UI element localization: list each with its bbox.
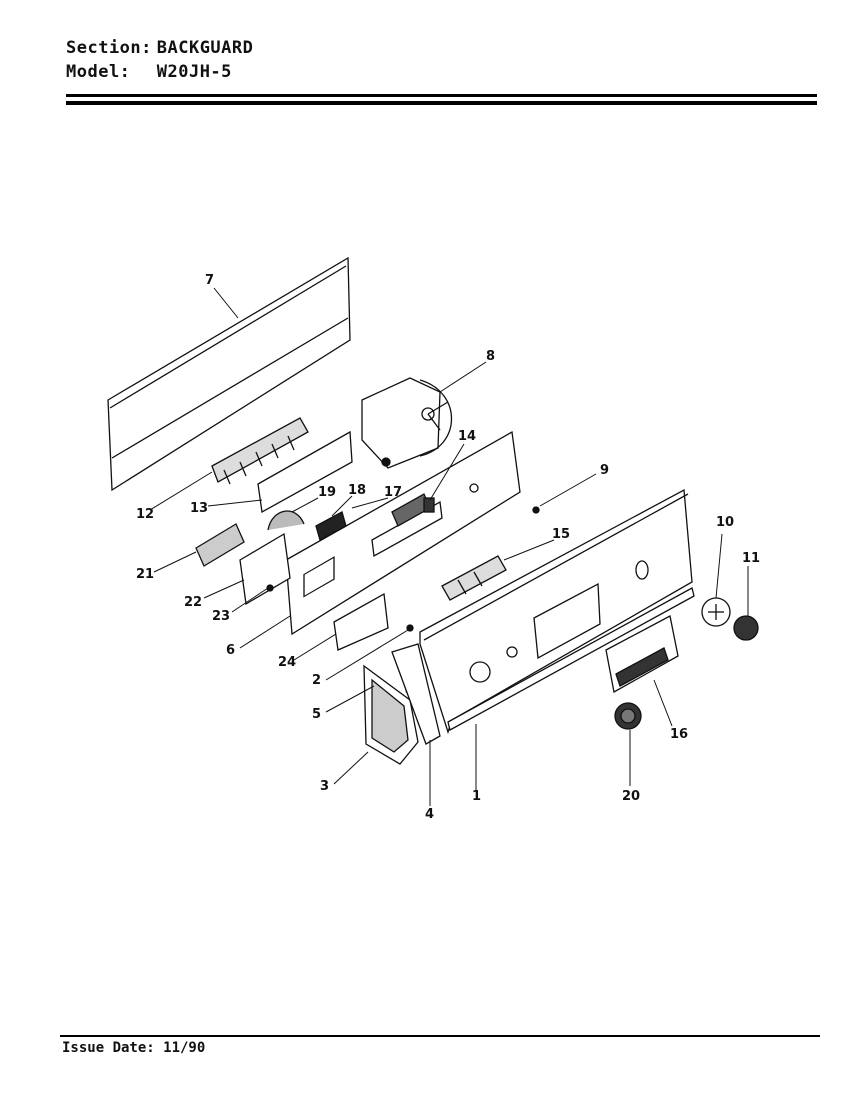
callout-14: 14 (458, 429, 476, 444)
part-drawings (107, 256, 759, 765)
callout-22: 22 (184, 595, 202, 610)
model-value: W20JH-5 (156, 62, 232, 82)
part-switches (267, 493, 435, 541)
callout-13: 13 (190, 501, 208, 516)
callout-23: 23 (212, 609, 230, 624)
callout-labels: 7 8 14 9 12 13 19 18 17 10 11 21 15 22 2… (136, 273, 760, 822)
footer-rule (60, 1035, 820, 1037)
model-key: Model: (66, 62, 131, 82)
callout-1: 1 (472, 789, 481, 804)
header-rule-bottom (66, 101, 817, 105)
callout-4: 4 (425, 807, 434, 822)
callout-5: 5 (312, 707, 321, 722)
callout-21: 21 (136, 567, 154, 582)
section-heading: Section: BACKGUARD (66, 38, 253, 58)
header-rule-top (66, 94, 817, 97)
callout-9: 9 (600, 463, 609, 478)
part-overlay (605, 615, 679, 694)
part-door-switch (195, 523, 291, 606)
callout-18: 18 (348, 483, 366, 498)
part-knob-20 (614, 702, 642, 730)
callout-7: 7 (205, 273, 214, 288)
callout-20: 20 (622, 789, 640, 804)
model-heading: Model: W20JH-5 (66, 62, 232, 82)
leader-lines (149, 287, 749, 806)
part-knob-10-11 (701, 597, 759, 641)
part-lens (333, 592, 389, 651)
part-timer (361, 377, 453, 469)
part-button-set (441, 555, 507, 601)
callout-6: 6 (226, 643, 235, 658)
issue-date: Issue Date: 11/90 (62, 1040, 206, 1056)
callout-2: 2 (312, 673, 321, 688)
callout-11: 11 (742, 551, 760, 566)
callout-12: 12 (136, 507, 154, 522)
section-value: BACKGUARD (156, 38, 254, 58)
part-screw (406, 624, 414, 632)
callout-19: 19 (318, 485, 336, 500)
part-console (419, 488, 695, 735)
callout-24: 24 (278, 655, 296, 670)
section-key: Section: (66, 38, 152, 58)
callout-16: 16 (670, 727, 688, 742)
callout-10: 10 (716, 515, 734, 530)
part-trim-strip (391, 643, 441, 745)
part-bracket (257, 430, 353, 514)
part-terminal-block (211, 417, 309, 485)
part-end-cap (363, 664, 419, 765)
part-control-frame (285, 430, 521, 636)
callout-3: 3 (320, 779, 329, 794)
callout-17: 17 (384, 485, 402, 500)
callout-8: 8 (486, 349, 495, 364)
part-rear-panel (107, 256, 351, 492)
part-screw-9 (532, 506, 540, 514)
callout-15: 15 (552, 527, 570, 542)
